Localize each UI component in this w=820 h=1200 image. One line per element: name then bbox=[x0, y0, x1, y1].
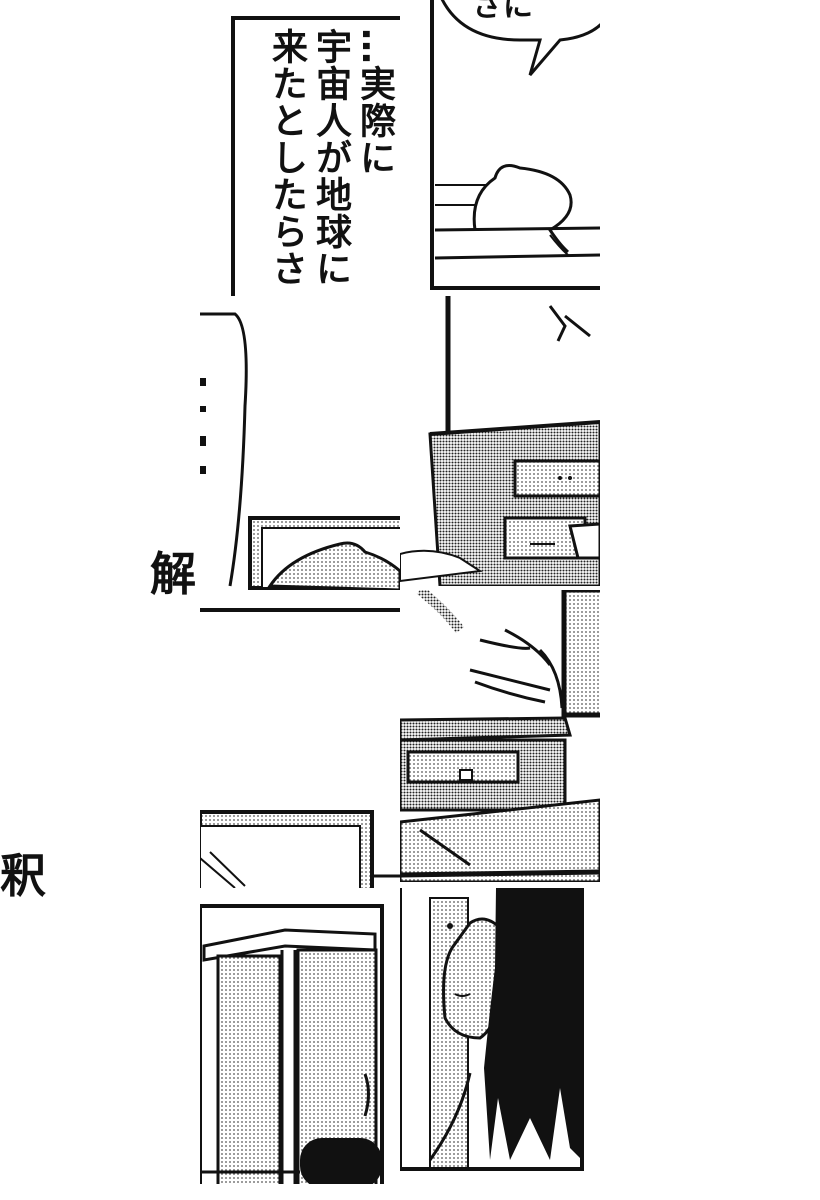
reaching-hand-panel bbox=[400, 590, 600, 882]
speech-bubble-text: さに bbox=[472, 0, 534, 24]
sleeping-person-panel: さに bbox=[400, 0, 600, 296]
cabinet-panel bbox=[400, 296, 600, 586]
frame-edge-art bbox=[200, 608, 400, 888]
sleeping-person-art bbox=[430, 0, 600, 290]
caption-word-right: 釈 bbox=[0, 849, 46, 903]
cabinet-art bbox=[400, 296, 600, 586]
caption-panel: …実際に 宇宙人が地球に 来たとしたらさ bbox=[200, 0, 400, 296]
caption-word-left: 解 bbox=[150, 547, 196, 601]
bubble-hand-art bbox=[200, 312, 400, 590]
caption-border bbox=[231, 16, 400, 296]
long-hair-person-panel bbox=[400, 888, 600, 1178]
caption-line-2: 宇宙人が地球に bbox=[310, 28, 351, 287]
frame-edge-panel bbox=[200, 590, 400, 888]
caption-line-1: …実際に bbox=[354, 28, 395, 176]
bubble-hand-panel bbox=[200, 296, 400, 590]
long-hair-person-art bbox=[400, 888, 584, 1171]
wardrobe-panel bbox=[200, 888, 400, 1184]
reaching-hand-art bbox=[400, 590, 600, 882]
wardrobe-art bbox=[200, 904, 384, 1184]
speech-bubble bbox=[440, 0, 600, 76]
caption-line-3: 来たとしたらさ bbox=[266, 28, 307, 287]
